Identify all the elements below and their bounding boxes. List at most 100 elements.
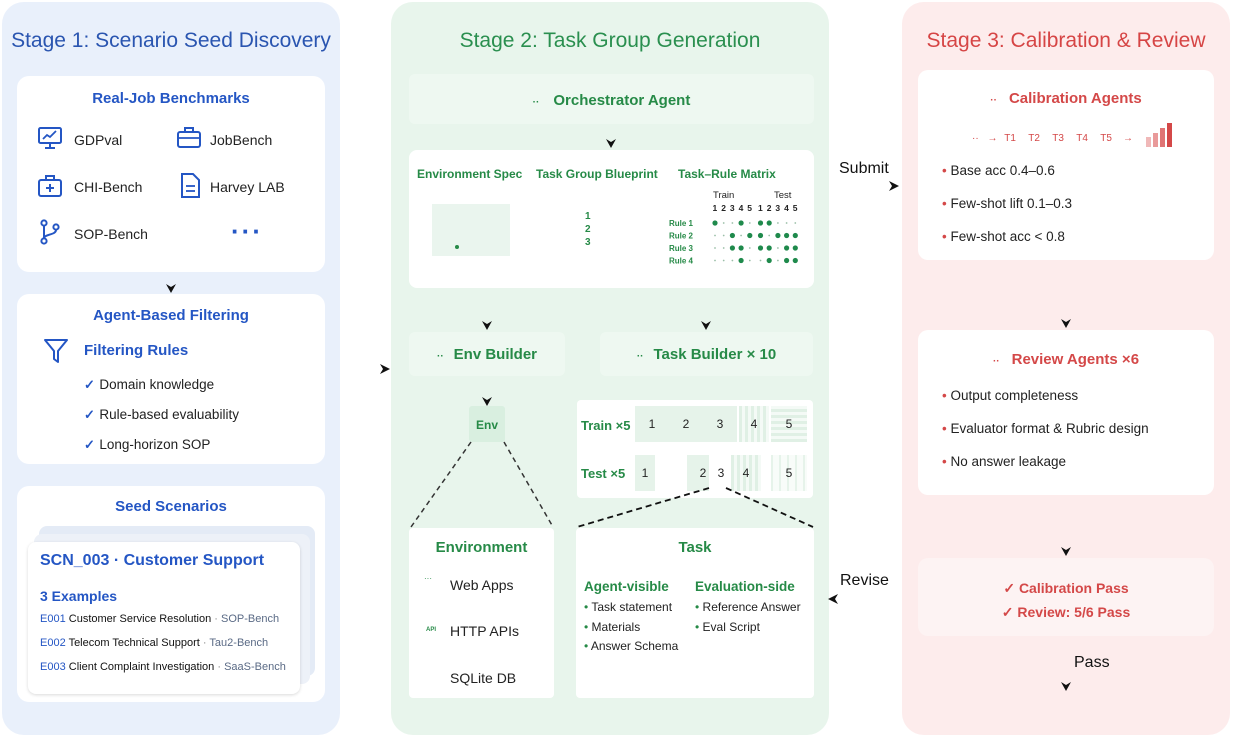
matrix-dot-empty bbox=[722, 259, 725, 262]
train-task-cell: 5 bbox=[771, 406, 807, 442]
task-builder-text: Task Builder × 10 bbox=[653, 346, 777, 363]
branch-icon bbox=[40, 219, 60, 245]
example-source: SaaS-Bench bbox=[224, 661, 286, 673]
benchmarks-card: Real-Job Benchmarks GDPval JobBench CHI-… bbox=[17, 76, 325, 272]
check-icon: ✓ bbox=[84, 407, 95, 422]
matrix-dot-filled bbox=[792, 232, 798, 239]
matrix-dot-empty bbox=[777, 259, 779, 262]
review-criterion: • No answer leakage bbox=[942, 454, 1067, 469]
matrix-dot-filled bbox=[784, 232, 790, 239]
train-task-cell: 4 bbox=[739, 406, 769, 442]
train-task-cell: 2 bbox=[669, 406, 703, 442]
rule-long-horizon: ✓ Long-horizon SOP bbox=[84, 436, 210, 454]
blueprint-number: 3 bbox=[585, 237, 591, 248]
matrix-dot-empty bbox=[748, 259, 751, 262]
more-benchmarks: ··· bbox=[231, 216, 263, 246]
task-builder-label: ·· Task Builder × 10 bbox=[600, 346, 813, 363]
criterion-label: Few-shot lift 0.1–0.3 bbox=[950, 196, 1073, 211]
arrow-orchestrator-to-blueprint bbox=[606, 139, 616, 148]
criterion-label: Evaluator format & Rubric design bbox=[950, 421, 1149, 436]
matrix-col-label: 4 bbox=[784, 203, 789, 213]
example-row: E001 Customer Service Resolution · SOP-B… bbox=[40, 613, 280, 625]
eval-side-title: Evaluation-side bbox=[695, 579, 795, 594]
review-title: ··Review Agents ×6 bbox=[918, 351, 1214, 368]
matrix-dot-empty bbox=[714, 247, 716, 249]
matrix-rule-label: Rule 1 bbox=[669, 219, 694, 228]
matrix-dot-empty bbox=[740, 234, 742, 237]
test-task-cell: 5 bbox=[771, 455, 807, 491]
benchmark-sop-bench: SOP-Bench bbox=[74, 226, 148, 242]
agent-icon: ·· bbox=[636, 351, 644, 362]
examples-title: 3 Examples bbox=[40, 588, 118, 604]
arrow-review-to-result bbox=[1061, 547, 1071, 556]
arrow-submit bbox=[889, 181, 899, 191]
stage2-title: Stage 2: Task Group Generation bbox=[459, 29, 761, 52]
matrix-dot-empty bbox=[759, 259, 762, 262]
test-task-cell: 3 bbox=[709, 455, 733, 491]
agent-visible-title: Agent-visible bbox=[584, 579, 669, 594]
test-task-cell: 4 bbox=[731, 455, 761, 491]
matrix-col-label: 5 bbox=[793, 203, 798, 213]
matrix-dot-empty bbox=[731, 222, 734, 224]
stage3-panel: Stage 3: Calibration & Review ··Calibrat… bbox=[902, 2, 1230, 735]
matrix-dot-filled bbox=[747, 232, 753, 239]
agent-item-label: Answer Schema bbox=[590, 639, 679, 653]
matrix-dot-filled bbox=[757, 220, 764, 226]
calibration-task: T2 bbox=[1028, 133, 1040, 144]
env-label: Env bbox=[475, 418, 498, 432]
stage1-panel: Stage 1: Scenario Seed Discovery Real-Jo… bbox=[2, 2, 340, 735]
eval-item: • Reference Answer bbox=[695, 600, 801, 614]
orchestrator-card: ··Orchestrator Agent bbox=[409, 74, 814, 124]
matrix-dot-empty bbox=[722, 234, 725, 237]
task-title: Task bbox=[678, 539, 712, 556]
example-name: Client Complaint Investigation bbox=[68, 661, 215, 673]
matrix-dot-empty bbox=[714, 259, 716, 262]
briefcase-icon bbox=[177, 127, 201, 148]
revise-label: Revise bbox=[840, 572, 889, 589]
env-spec-preview bbox=[432, 204, 510, 256]
example-id: E001 bbox=[40, 613, 66, 625]
train-task-cell: 1 bbox=[635, 406, 669, 442]
matrix-dot-empty bbox=[777, 222, 779, 224]
calibration-task: T5 bbox=[1100, 133, 1112, 144]
matrix-train-label: Train bbox=[713, 190, 734, 201]
test-label: Test ×5 bbox=[581, 466, 626, 481]
matrix-dot-filled bbox=[784, 245, 790, 251]
criterion-label: Output completeness bbox=[950, 388, 1079, 403]
env-builder-label: ··Env Builder bbox=[409, 346, 565, 363]
filtering-rules-title: Filtering Rules bbox=[84, 342, 189, 359]
calibration-pass: ✓ Calibration Pass bbox=[1003, 580, 1129, 596]
matrix-dot-filled bbox=[784, 257, 790, 264]
matrix-col-label: 5 bbox=[747, 203, 752, 213]
matrix-dot-empty bbox=[785, 222, 788, 224]
agent-item-label: Materials bbox=[591, 620, 641, 634]
scenario-title: SCN_003 · Customer Support bbox=[40, 552, 265, 569]
matrix-dot-filled bbox=[738, 220, 744, 226]
example-name: Customer Service Resolution bbox=[68, 613, 212, 625]
result-card: ✓ Calibration Pass ✓ Review: 5/6 Pass bbox=[918, 558, 1214, 636]
criterion-label: No answer leakage bbox=[950, 454, 1067, 469]
rule-label: Domain knowledge bbox=[99, 377, 215, 392]
matrix-dot-filled bbox=[729, 232, 735, 239]
arrow-stage1-to-stage2 bbox=[380, 364, 390, 374]
arrow-revise bbox=[828, 594, 838, 604]
matrix-dot-filled bbox=[757, 232, 764, 239]
zoom-lines bbox=[410, 441, 814, 528]
criterion-label: Few-shot acc < 0.8 bbox=[950, 229, 1065, 244]
calibration-criterion: • Base acc 0.4–0.6 bbox=[942, 163, 1055, 178]
matrix-col-label: 4 bbox=[739, 203, 744, 213]
review-pass: ✓ Review: 5/6 Pass bbox=[1001, 604, 1131, 620]
web-apps-icon: ··· bbox=[424, 574, 432, 583]
matrix-col-label: 3 bbox=[730, 203, 735, 213]
matrix-rule-label: Rule 2 bbox=[669, 232, 694, 241]
example-source: SOP-Bench bbox=[221, 613, 280, 625]
calibration-task: T1 bbox=[1004, 133, 1016, 144]
env-spec-title: Environment Spec bbox=[417, 167, 523, 181]
matrix-dot-filled bbox=[766, 220, 772, 226]
rule-evaluability: ✓ Rule-based evaluability bbox=[84, 406, 239, 424]
arrow-blueprint-to-task-builder bbox=[701, 321, 711, 330]
matrix-rule-label: Rule 3 bbox=[669, 244, 694, 253]
review-criterion: • Output completeness bbox=[942, 388, 1079, 403]
agent-icon: ·· bbox=[990, 95, 997, 106]
matrix-dot-empty bbox=[748, 247, 751, 249]
